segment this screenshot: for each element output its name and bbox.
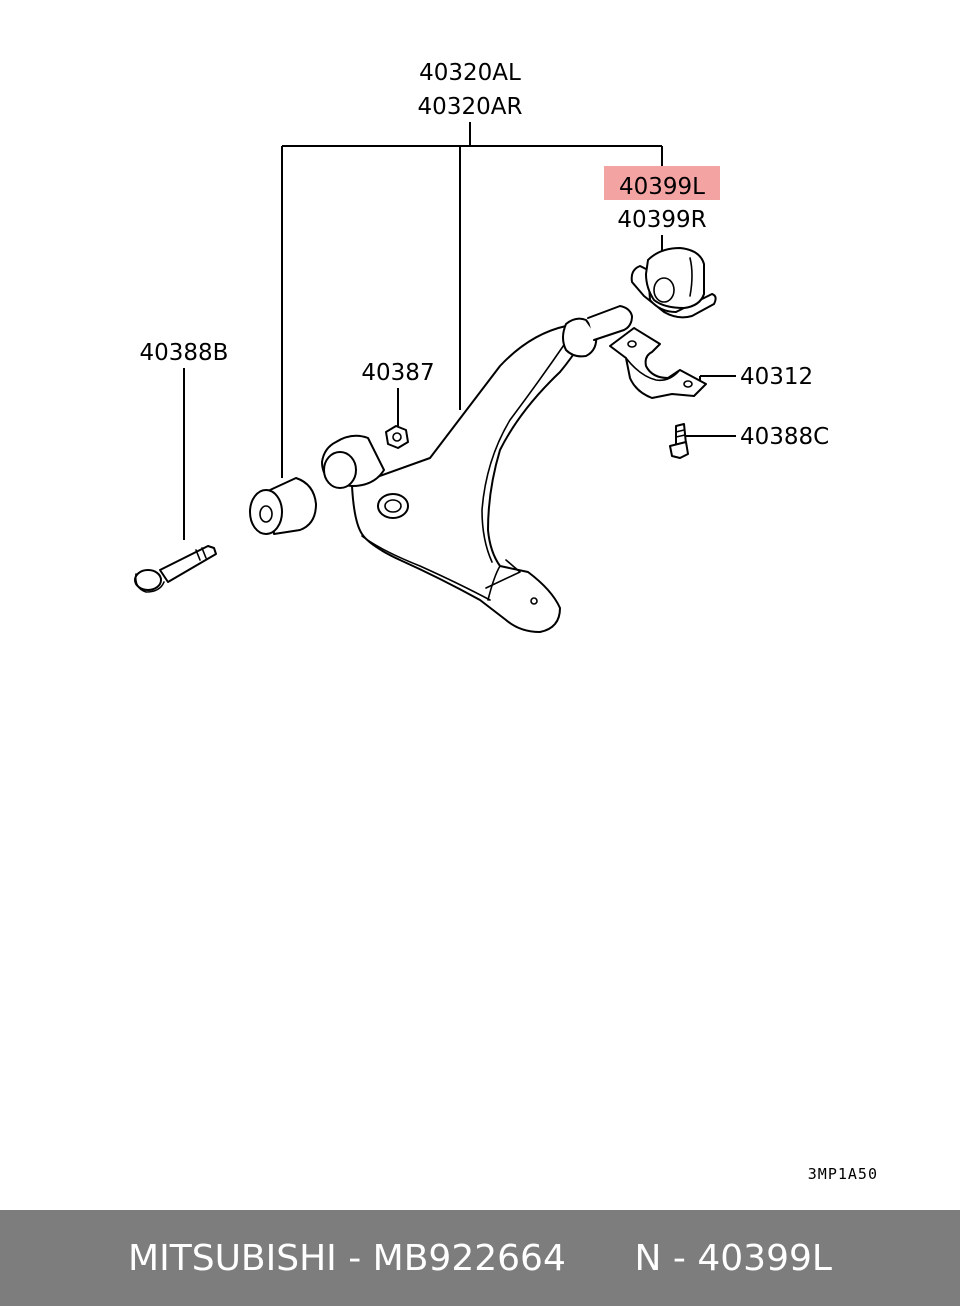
label-bracket-bolt[interactable]: 40388C <box>740 424 829 450</box>
footer-bar: MITSUBISHI - MB922664 N - 40399L <box>0 1210 960 1306</box>
label-bushing-right[interactable]: 40399R <box>617 207 706 233</box>
bracket-bolt-part <box>669 423 689 459</box>
label-nut[interactable]: 40387 <box>361 360 434 386</box>
front-bushing <box>249 477 317 535</box>
bracket-part <box>609 327 707 399</box>
label-arm-left[interactable]: 40320AL <box>419 60 521 86</box>
footer-ref-prefix: N <box>634 1237 662 1279</box>
nut-part <box>385 425 409 449</box>
footer-brand: MITSUBISHI <box>128 1237 337 1279</box>
footer-separator: - <box>336 1237 373 1279</box>
label-bolt[interactable]: 40388B <box>140 340 229 366</box>
rear-bushing-part <box>630 247 717 319</box>
label-bracket[interactable]: 40312 <box>740 364 813 390</box>
diagram-code: 3MP1A50 <box>808 1165 878 1183</box>
label-arm-right[interactable]: 40320AR <box>418 94 523 120</box>
footer-ref: 40399L <box>697 1237 832 1279</box>
highlight-box <box>604 166 720 200</box>
control-arm <box>321 305 633 633</box>
bolt-part <box>134 545 217 593</box>
footer-separator-2: - <box>661 1237 698 1279</box>
label-bushing-left[interactable]: 40399L <box>619 174 705 200</box>
footer-part-number: MB922664 <box>372 1237 566 1279</box>
footer-gap <box>566 1238 635 1279</box>
parts-diagram: 40320AL 40320AR 40399L 40399R 40388B 403… <box>134 60 878 1183</box>
